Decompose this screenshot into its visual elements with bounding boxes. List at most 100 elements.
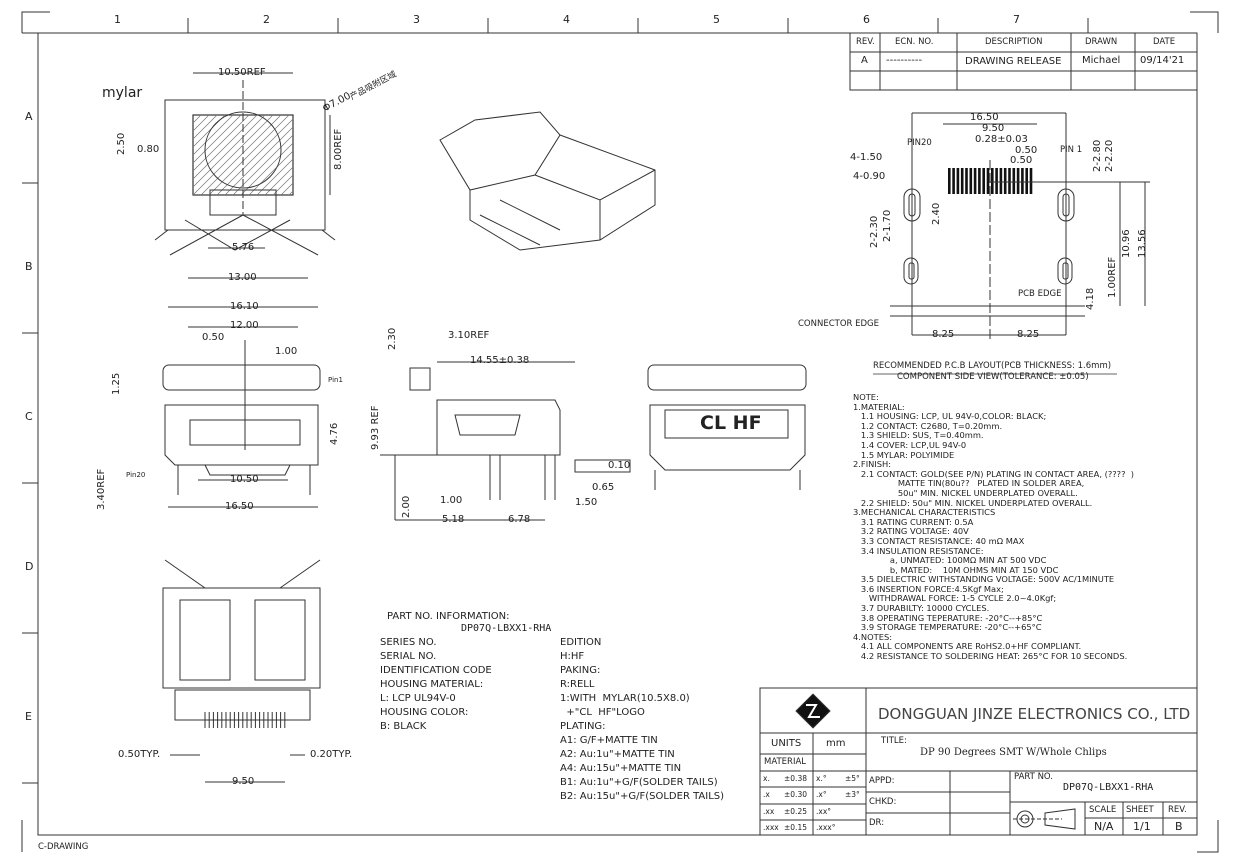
dim-label: 1.50	[575, 497, 598, 508]
rev-header-rev: REV.	[856, 37, 875, 47]
pcb-pad	[1012, 168, 1016, 194]
hatch-line	[232, 134, 294, 196]
dim-label: 2.00	[401, 495, 412, 518]
sheet-frame	[21, 11, 1219, 853]
dim-label: 5.76	[232, 242, 255, 253]
dim-label: 0.28±0.03	[975, 134, 1028, 145]
tolerance-cell: ±5°	[845, 774, 860, 783]
tolerance-cell: x.	[763, 774, 770, 783]
hatch-line	[192, 114, 266, 188]
dim-label: 16.10	[230, 301, 259, 312]
hatch-line	[240, 142, 294, 196]
dim-label: 9.50	[232, 776, 255, 787]
dim-label: 2.40	[931, 202, 942, 225]
hatch-line	[192, 114, 258, 180]
scale-value: N/A	[1094, 820, 1114, 833]
pcb-pad	[948, 168, 951, 194]
dim-label: 16.50	[970, 112, 999, 123]
dim-label: 0.50	[202, 332, 225, 343]
pin1-label: PIN 1	[1060, 145, 1083, 155]
pcb-pad	[973, 168, 977, 194]
pcb-layout-title: RECOMMENDED P.C.B LAYOUT(PCB THICKNESS: …	[873, 361, 1112, 371]
pin1-callout: Pin1	[328, 376, 343, 384]
tolerance-cell: .xx	[763, 807, 775, 816]
hatch-line	[200, 114, 282, 196]
dim-label: 8.25	[932, 329, 955, 340]
hatch-line	[288, 190, 294, 196]
bottom-view-drawing	[162, 559, 321, 783]
sheet-value: 1/1	[1133, 820, 1151, 833]
pcb-pad	[960, 168, 964, 194]
pcb-edge-label: PCB EDGE	[1018, 289, 1062, 299]
tolerance-cell: .x	[763, 790, 770, 799]
hatch-line	[224, 126, 294, 196]
tolerance-cell: .xxx	[763, 823, 779, 832]
pcb-pad	[1021, 168, 1024, 194]
dim-label: 9.93 REF	[370, 405, 381, 450]
isometric-view-drawing	[439, 111, 656, 251]
part-info-left-legend: SERIES NO. SERIAL NO. IDENTIFICATION COD…	[380, 637, 492, 732]
dim-label: 10.96	[1121, 229, 1132, 258]
chkd-label: CHKD:	[869, 797, 897, 807]
dim-label: 1.00	[440, 495, 463, 506]
connector-edge-label: CONNECTOR EDGE	[798, 319, 880, 329]
rear-view-drawing	[647, 364, 807, 490]
hatch-line	[216, 118, 294, 196]
dim-label: 2-2.80	[1092, 139, 1103, 172]
dim-label: 0.80	[137, 144, 160, 155]
tolerance-cell: .xx°	[816, 807, 832, 816]
front-view-drawing	[162, 306, 321, 508]
pcb-layout-subtitle: COMPONENT SIDE VIEW(TOLERANCE: ±0.05)	[897, 372, 1089, 382]
date-value: 09/14'21	[1140, 55, 1185, 66]
tolerance-cell: .x°	[816, 790, 827, 799]
pcb-pad	[1003, 168, 1007, 194]
hatch-line	[264, 166, 294, 196]
pcb-pad	[969, 168, 973, 194]
pcb-pad	[1025, 168, 1028, 194]
zone-col-6: 6	[863, 13, 870, 26]
dim-label: 2-2.20	[1104, 139, 1115, 172]
dim-label: 12.00	[230, 320, 259, 331]
rev-header-description: DESCRIPTION	[985, 37, 1043, 47]
zone-row-c: C	[25, 410, 33, 423]
tolerance-cell: ±0.30	[784, 790, 807, 799]
ecn-value: ----------	[886, 55, 923, 66]
units-value: mm	[826, 738, 846, 749]
pcb-pad	[978, 168, 981, 194]
notes-block: NOTE: 1.MATERIAL: 1.1 HOUSING: LCP, UL 9…	[853, 392, 1134, 662]
dim-label: 2-2.30	[869, 215, 880, 248]
part-info-number: DP07Q-LBXX1-RHA	[461, 623, 552, 634]
top-view-drawing	[154, 72, 336, 279]
dim-label: 2.50	[116, 132, 127, 155]
dim-label: 13.00	[228, 272, 257, 283]
zone-col-3: 3	[413, 13, 420, 26]
dim-label: 4-1.50	[850, 152, 883, 163]
pcb-pad	[999, 168, 1003, 194]
pcb-pad	[986, 168, 990, 194]
dim-label: 1.00REF	[1107, 256, 1118, 298]
tolerance-cell: ±0.25	[784, 807, 807, 816]
dim-label: 1.00	[275, 346, 298, 357]
dim-label: 3.10REF	[448, 330, 490, 341]
dim-label: 4-0.90	[853, 171, 886, 182]
zone-row-a: A	[25, 110, 33, 123]
hatch-line	[280, 182, 294, 196]
dim-label: 2-1.70	[882, 209, 893, 242]
dim-label: 6.78	[508, 514, 531, 525]
tolerance-cell: ±0.15	[784, 823, 807, 832]
tolerance-cell: ±0.38	[784, 774, 807, 783]
hatch-line	[248, 150, 294, 196]
hatch-line	[192, 114, 218, 140]
rev-header-drawn: DRAWN	[1085, 37, 1118, 47]
dim-label: 10.50REF	[218, 67, 266, 78]
dim-label: 4.18	[1085, 287, 1096, 310]
revision-table-lines	[849, 32, 1198, 91]
appd-label: APPD:	[869, 776, 895, 786]
pcb-pad	[952, 168, 955, 194]
cl-hf-logo-mark: CL HF	[700, 412, 762, 434]
pcb-pad	[1008, 168, 1011, 194]
rev-label: REV.	[1168, 805, 1187, 815]
drawing-title: DP 90 Degrees SMT W/Whole Chlips	[920, 747, 1107, 758]
